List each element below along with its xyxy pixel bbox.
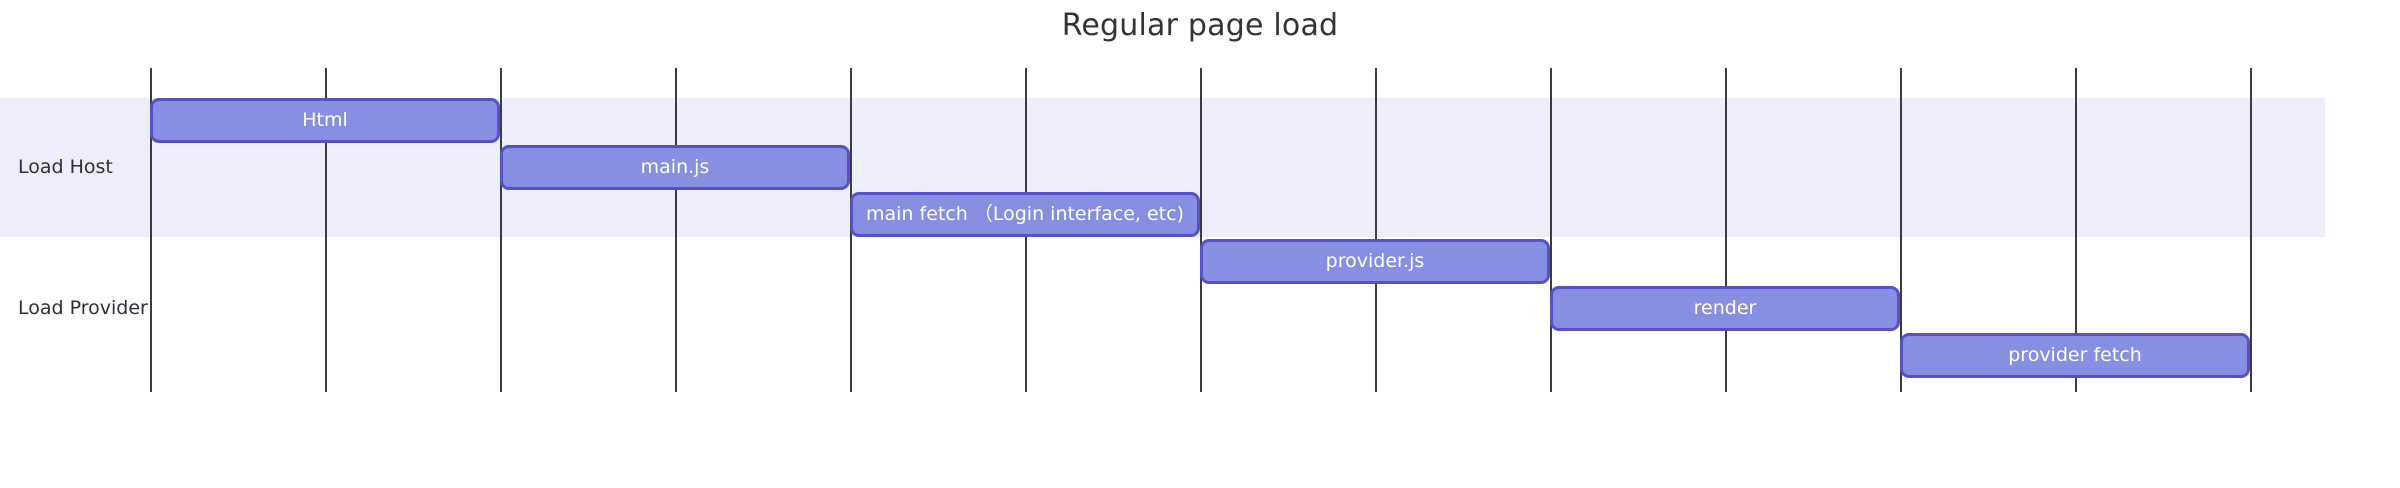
grid-line-8	[1550, 68, 1552, 392]
grid-line-3	[675, 68, 677, 392]
grid-line-1	[325, 68, 327, 392]
chart-title: Regular page load	[1061, 8, 1339, 43]
task-bar-label: Html	[302, 109, 348, 131]
task-bar[interactable]: main.js	[500, 145, 850, 190]
section-label-load-provider: Load Provider	[18, 296, 148, 319]
section-label-load-host: Load Host	[18, 155, 113, 178]
task-bar-label: main fetch （Login interface, etc)	[866, 203, 1184, 225]
task-bar[interactable]: render	[1550, 286, 1900, 331]
grid-line-9	[1725, 68, 1727, 392]
grid-line-7	[1375, 68, 1377, 392]
task-bar-label: main.js	[640, 156, 710, 178]
task-bar-label: provider.js	[1325, 250, 1425, 272]
grid-line-0	[150, 68, 152, 392]
task-bar-label: provider fetch	[2008, 344, 2142, 366]
task-bar[interactable]: provider fetch	[1900, 333, 2250, 378]
grid-line-12	[2250, 68, 2252, 392]
task-bar[interactable]: Html	[150, 98, 500, 143]
task-bar[interactable]: provider.js	[1200, 239, 1550, 284]
task-bar[interactable]: main fetch （Login interface, etc)	[850, 192, 1200, 237]
grid-line-11	[2075, 68, 2077, 392]
grid-line-2	[500, 68, 502, 392]
grid-line-10	[1900, 68, 1902, 392]
task-bar-label: render	[1693, 297, 1757, 319]
grid-line-6	[1200, 68, 1202, 392]
